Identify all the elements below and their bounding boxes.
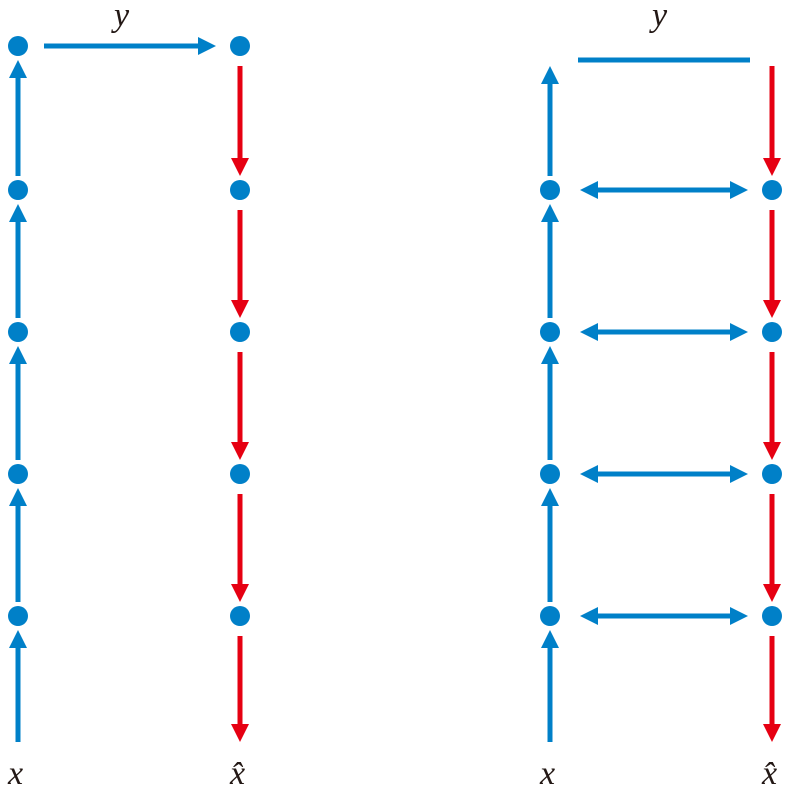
arrowhead-right — [730, 181, 748, 199]
arrowhead-left — [580, 607, 598, 625]
arrowhead-down — [763, 300, 781, 318]
arrowhead-up — [541, 488, 559, 506]
node — [762, 464, 782, 484]
right-top-label: y — [649, 0, 668, 34]
node — [540, 322, 560, 342]
arrowhead-down — [763, 724, 781, 742]
node — [8, 606, 28, 626]
node — [230, 606, 250, 626]
right-output-label: x̂ — [761, 755, 777, 788]
node — [540, 464, 560, 484]
node — [8, 322, 28, 342]
arrowhead-down — [763, 158, 781, 176]
node — [8, 180, 28, 200]
arrowhead-right — [730, 607, 748, 625]
node — [8, 464, 28, 484]
arrowhead-right — [198, 37, 216, 55]
arrowhead-down — [231, 158, 249, 176]
node — [762, 180, 782, 200]
arrowhead-up — [541, 630, 559, 648]
node — [762, 322, 782, 342]
arrowhead-left — [580, 181, 598, 199]
arrowhead-up — [9, 346, 27, 364]
arrowhead-up — [541, 66, 559, 84]
node — [540, 180, 560, 200]
left-top-label: y — [111, 0, 130, 34]
arrowhead-down — [763, 584, 781, 602]
right-input-label: x — [539, 755, 555, 788]
arrowhead-down — [231, 724, 249, 742]
left-input-label: x — [7, 755, 23, 788]
node — [540, 606, 560, 626]
arrowhead-up — [9, 630, 27, 648]
arrowhead-up — [541, 204, 559, 222]
node — [230, 464, 250, 484]
arrowhead-right — [730, 465, 748, 483]
arrowhead-up — [9, 204, 27, 222]
left-output-label: x̂ — [229, 755, 245, 788]
arrowhead-down — [231, 584, 249, 602]
arrowhead-down — [763, 442, 781, 460]
node — [8, 36, 28, 56]
arrowhead-up — [541, 346, 559, 364]
arrowhead-left — [580, 323, 598, 341]
node — [230, 322, 250, 342]
arrowhead-down — [231, 442, 249, 460]
node — [230, 36, 250, 56]
node — [762, 606, 782, 626]
arrowhead-up — [9, 488, 27, 506]
arrowhead-right — [730, 323, 748, 341]
arrowhead-left — [580, 465, 598, 483]
arrowhead-down — [231, 300, 249, 318]
arrowhead-up — [9, 60, 27, 78]
node — [230, 180, 250, 200]
